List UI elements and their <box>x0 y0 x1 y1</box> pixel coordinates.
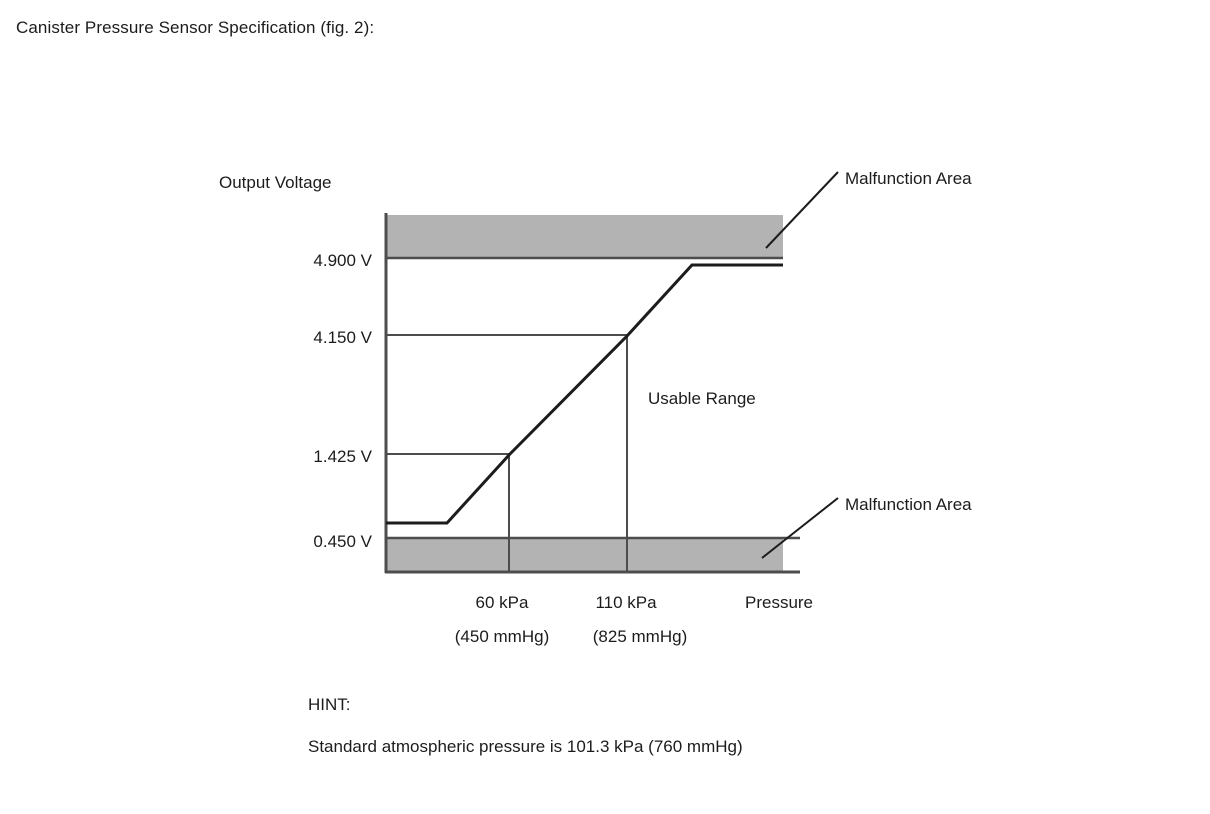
y-tick-label-4150v: 4.150 V <box>313 328 372 347</box>
x-tick-label-60kpa: 60 kPa <box>476 593 529 612</box>
y-tick-label-4900v: 4.900 V <box>313 251 372 270</box>
leader-line-malfunction-upper <box>765 171 839 249</box>
y-tick-label-1425v: 1.425 V <box>313 447 372 466</box>
malfunction-band-lower <box>386 539 783 572</box>
hint-text: Standard atmospheric pressure is 101.3 k… <box>308 737 743 756</box>
x-tick-sublabel-60kpa: (450 mmHg) <box>455 627 549 646</box>
x-axis-title: Pressure <box>745 593 813 612</box>
y-axis-title: Output Voltage <box>219 173 331 192</box>
annotation-malfunction-upper: Malfunction Area <box>845 169 972 188</box>
hint-block: HINT: Standard atmospheric pressure is 1… <box>308 695 743 757</box>
annotation-malfunction-lower: Malfunction Area <box>845 495 972 514</box>
sensor-output-curve <box>386 263 783 525</box>
malfunction-band-upper <box>386 215 783 258</box>
leader-line-malfunction-lower <box>761 497 839 559</box>
hint-label: HINT: <box>308 695 351 714</box>
y-tick-label-0450v: 0.450 V <box>313 532 372 551</box>
page-title: Canister Pressure Sensor Specification (… <box>16 18 375 37</box>
x-tick-sublabel-110kpa: (825 mmHg) <box>593 627 687 646</box>
annotation-usable-range: Usable Range <box>648 389 756 408</box>
x-tick-label-110kpa: 110 kPa <box>595 593 657 612</box>
